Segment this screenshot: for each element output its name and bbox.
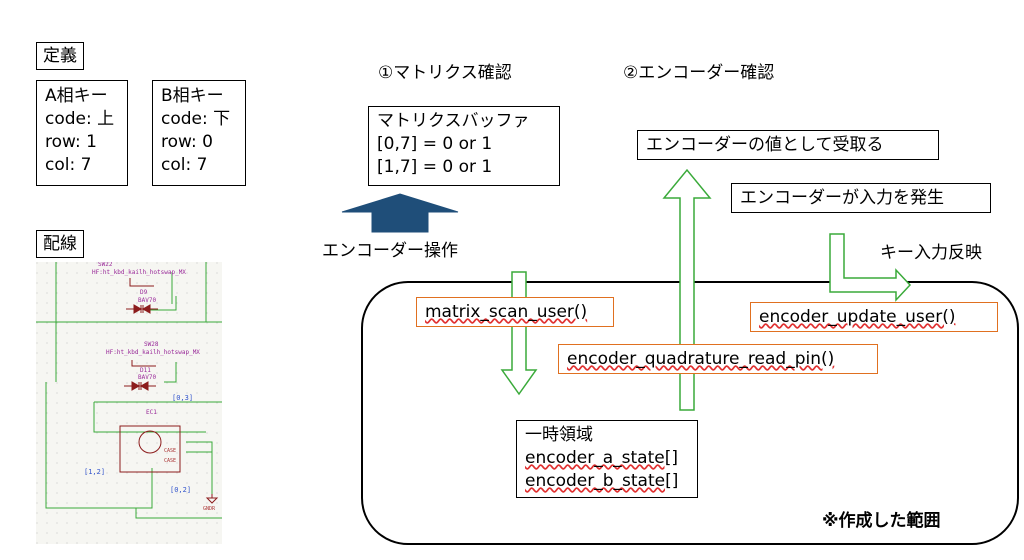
implemented-scope-note: ※作成した範囲: [822, 511, 941, 531]
schematic-switch1-symbol: [129, 278, 154, 287]
schematic-sw1-ref: SW22: [98, 262, 113, 268]
diode1-symbol: [126, 304, 158, 314]
wiring-schematic: SW22 HF:ht_kbd_kailh_hotswap_MX D9 BAV70…: [36, 262, 222, 544]
matrix-buffer-line2: [1,7] = 0 or 1: [377, 157, 493, 177]
diode2-symbol: [124, 381, 156, 391]
encoder-operation-arrow: [341, 193, 459, 233]
schematic-net-03: [0,3]: [172, 394, 193, 402]
wiring-title: 配線: [36, 230, 84, 258]
key-reflect-bent-arrow: [829, 233, 912, 302]
a-key-code: code: 上: [45, 109, 115, 129]
schematic-gnd: GNDR: [203, 506, 216, 512]
matrix-scan-user-box: matrix_scan_user(): [416, 297, 614, 327]
encoder-quadrature-read-pin-box: encoder_quadrature_read_pin(): [558, 344, 878, 374]
receive-value-box: エンコーダーの値として受取る: [637, 130, 939, 160]
schematic-diode2-val: BAV70: [138, 374, 156, 381]
b-key-code: code: 下: [161, 109, 231, 129]
definition-title: 定義: [36, 42, 84, 70]
schematic-diode1-ref: D9: [140, 289, 148, 296]
b-key-row: row: 0: [161, 132, 213, 152]
encoder-a-state: encoder_a_state[]: [525, 448, 678, 468]
schematic-encoder-ref: EC1: [146, 409, 157, 416]
a-key-name: A相キー: [45, 86, 108, 106]
schematic-diode2-ref: D11: [140, 367, 151, 374]
matrix-buffer-line1: [0,7] = 0 or 1: [377, 134, 493, 154]
schematic-net-12: [1,2]: [84, 468, 105, 476]
schematic-case1: CASE: [164, 448, 176, 454]
step2-heading: ②エンコーダー確認: [623, 63, 775, 83]
schematic-sw2-ref: SW28: [144, 341, 159, 348]
matrix-scan-down-arrow: [500, 271, 538, 396]
matrix-buffer-box: マトリクスバッファ [0,7] = 0 or 1 [1,7] = 0 or 1: [368, 106, 560, 186]
encoder-update-user-box: encoder_update_user(): [750, 302, 998, 332]
input-occur-box: エンコーダーが入力を発生: [731, 183, 991, 213]
schematic-sw2-footprint: HF:ht_kbd_kailh_hotswap_MX: [106, 349, 200, 356]
schematic-case2: CASE: [164, 458, 176, 464]
matrix-buffer-title: マトリクスバッファ: [377, 111, 530, 131]
encoder-b-state: encoder_b_state[]: [525, 471, 679, 491]
schematic-sw1-footprint: HF:ht_kbd_kailh_hotswap_MX: [92, 269, 186, 276]
a-key-row: row: 1: [45, 132, 97, 152]
b-key-name: B相キー: [161, 86, 224, 106]
schematic-wires: [36, 262, 222, 519]
temp-area-box: 一時領域 encoder_a_state[] encoder_b_state[]: [516, 420, 698, 498]
key-reflect-label: キー入力反映: [880, 243, 982, 263]
b-key-col: col: 7: [161, 155, 208, 175]
encoder-read-up-arrow: [662, 168, 712, 411]
schematic-diode1-val: BAV70: [138, 297, 156, 304]
a-phase-key-box: A相キー code: 上 row: 1 col: 7: [36, 80, 128, 186]
step1-heading: ①マトリクス確認: [378, 63, 512, 83]
temp-area-title: 一時領域: [525, 425, 593, 445]
b-phase-key-box: B相キー code: 下 row: 0 col: 7: [152, 80, 246, 186]
encoder-symbol: [119, 425, 181, 473]
ground-symbol: [205, 494, 219, 504]
encoder-operation-label: エンコーダー操作: [322, 241, 458, 261]
schematic-switch2-symbol: [131, 360, 156, 367]
schematic-net-02: [0,2]: [170, 486, 191, 494]
a-key-col: col: 7: [45, 155, 92, 175]
